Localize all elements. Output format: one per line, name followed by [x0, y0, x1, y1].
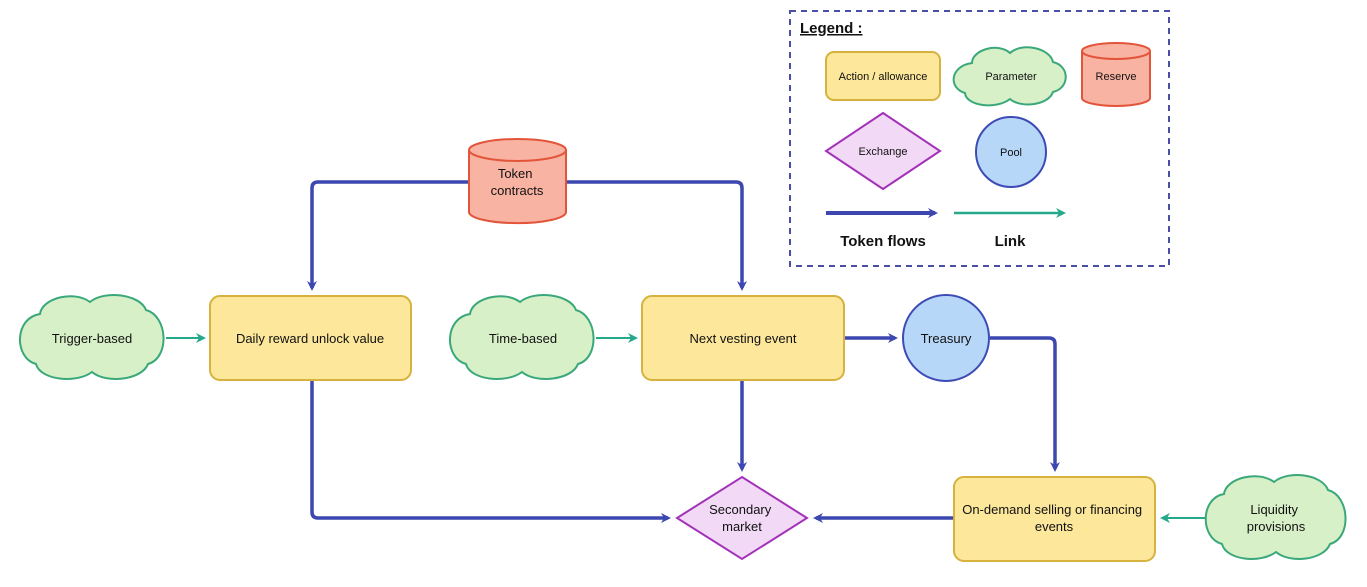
svg-text:On-demand selling or financing: On-demand selling or financing events — [962, 502, 1146, 534]
liquidity-label-line1: Liquidity — [1250, 502, 1298, 517]
flow-contracts-to-next-vesting — [566, 180, 747, 291]
legend-action-shape: Action / allowance — [825, 51, 941, 101]
svg-text:Token contracts: Token contracts — [491, 166, 544, 198]
node-liquidity-provisions: Liquidity provisions — [1204, 474, 1347, 560]
legend-reserve-shape: Reserve — [1081, 42, 1151, 107]
legend-title: Legend : — [800, 20, 863, 37]
legend-exchange-label: Exchange — [859, 146, 908, 158]
node-secondary-market: Secondary market — [675, 475, 809, 561]
legend-action-label: Action / allowance — [839, 71, 928, 83]
token-contracts-label-line1: Token — [498, 166, 533, 181]
legend-exchange-shape: Exchange — [824, 111, 942, 191]
token-contracts-label-line2: contracts — [491, 183, 544, 198]
time-based-label: Time-based — [489, 331, 557, 346]
legend-pool-label: Pool — [1000, 147, 1022, 159]
node-time-based: Time-based — [449, 294, 595, 380]
node-treasury: Treasury — [902, 294, 990, 382]
next-vesting-label: Next vesting event — [690, 331, 797, 346]
node-trigger-based: Trigger-based — [19, 294, 165, 380]
legend-parameter-shape: Parameter — [952, 46, 1067, 107]
legend-link-label: Link — [995, 233, 1026, 250]
svg-text:Secondary market: Secondary market — [709, 502, 775, 534]
legend-parameter-label: Parameter — [985, 71, 1037, 83]
liquidity-label-line2: provisions — [1247, 519, 1306, 534]
legend: Legend : Action / allowance Parameter Re… — [789, 10, 1170, 267]
node-next-vesting: Next vesting event — [641, 295, 845, 381]
on-demand-label-line1: On-demand selling or financing — [962, 502, 1142, 517]
node-daily-reward: Daily reward unlock value — [209, 295, 412, 381]
legend-pool-shape: Pool — [975, 116, 1047, 188]
trigger-based-label: Trigger-based — [52, 331, 132, 346]
flow-daily-reward-to-secondary — [310, 380, 671, 523]
secondary-market-label-line1: Secondary — [709, 502, 772, 517]
on-demand-label-line2: events — [1035, 519, 1074, 534]
treasury-label: Treasury — [921, 331, 972, 346]
legend-token-flows-label: Token flows — [840, 233, 926, 250]
node-on-demand: On-demand selling or financing events — [953, 476, 1156, 562]
flow-treasury-to-on-demand — [990, 336, 1060, 472]
link-connectors — [166, 333, 1206, 523]
node-token-contracts: Token contracts — [468, 138, 567, 225]
svg-text:Liquidity provisions: Liquidity provisions — [1247, 502, 1306, 534]
secondary-market-label-line2: market — [722, 519, 762, 534]
daily-reward-label: Daily reward unlock value — [236, 331, 384, 346]
token-flow-connectors — [307, 180, 1060, 523]
flow-contracts-to-daily-reward — [307, 180, 469, 291]
legend-reserve-label: Reserve — [1096, 71, 1137, 83]
